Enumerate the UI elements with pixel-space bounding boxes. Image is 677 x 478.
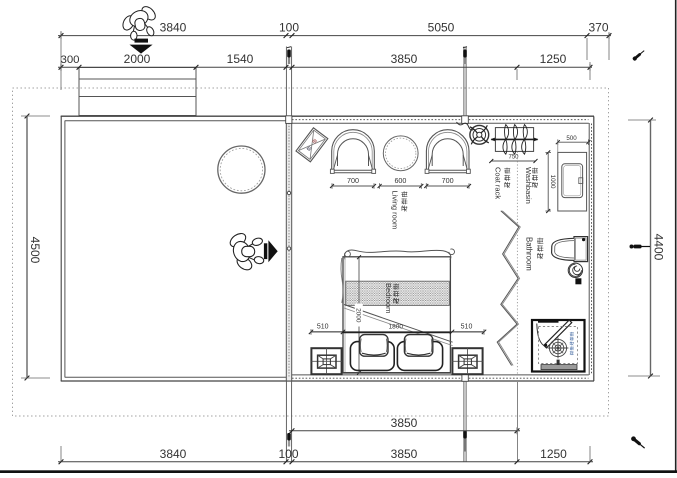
svg-text:3850: 3850: [391, 447, 418, 461]
svg-text:1250: 1250: [540, 447, 567, 461]
svg-text:1800: 1800: [389, 324, 404, 331]
svg-text:750: 750: [508, 155, 519, 161]
svg-text:1540: 1540: [227, 52, 254, 66]
svg-text:700: 700: [442, 176, 454, 185]
svg-text:500: 500: [566, 135, 577, 142]
svg-text:Coat rack: Coat rack: [494, 167, 503, 199]
svg-text:3850: 3850: [391, 416, 418, 430]
svg-text:300: 300: [60, 54, 79, 66]
svg-text:2000: 2000: [354, 308, 361, 323]
svg-text:1250: 1250: [540, 52, 567, 66]
svg-text:100: 100: [279, 21, 299, 35]
svg-text:2000: 2000: [124, 52, 151, 66]
svg-text:3840: 3840: [160, 21, 187, 35]
svg-text:510: 510: [461, 324, 473, 331]
svg-text:1000: 1000: [549, 175, 556, 189]
svg-text:510: 510: [317, 324, 329, 331]
svg-text:3850: 3850: [391, 52, 418, 66]
svg-text:600: 600: [394, 176, 406, 185]
svg-text:370: 370: [588, 21, 608, 35]
svg-text:3840: 3840: [160, 447, 187, 461]
svg-text:5050: 5050: [428, 21, 455, 35]
svg-text:700: 700: [347, 176, 359, 185]
svg-text:Washbasin: Washbasin: [524, 167, 533, 204]
svg-text:100: 100: [278, 447, 298, 461]
svg-text:Living room: Living room: [391, 191, 400, 230]
svg-text:4500: 4500: [28, 237, 42, 264]
svg-text:4400: 4400: [652, 234, 666, 261]
svg-text:Bathroom: Bathroom: [525, 237, 534, 271]
svg-text:Bedroom: Bedroom: [384, 283, 393, 313]
